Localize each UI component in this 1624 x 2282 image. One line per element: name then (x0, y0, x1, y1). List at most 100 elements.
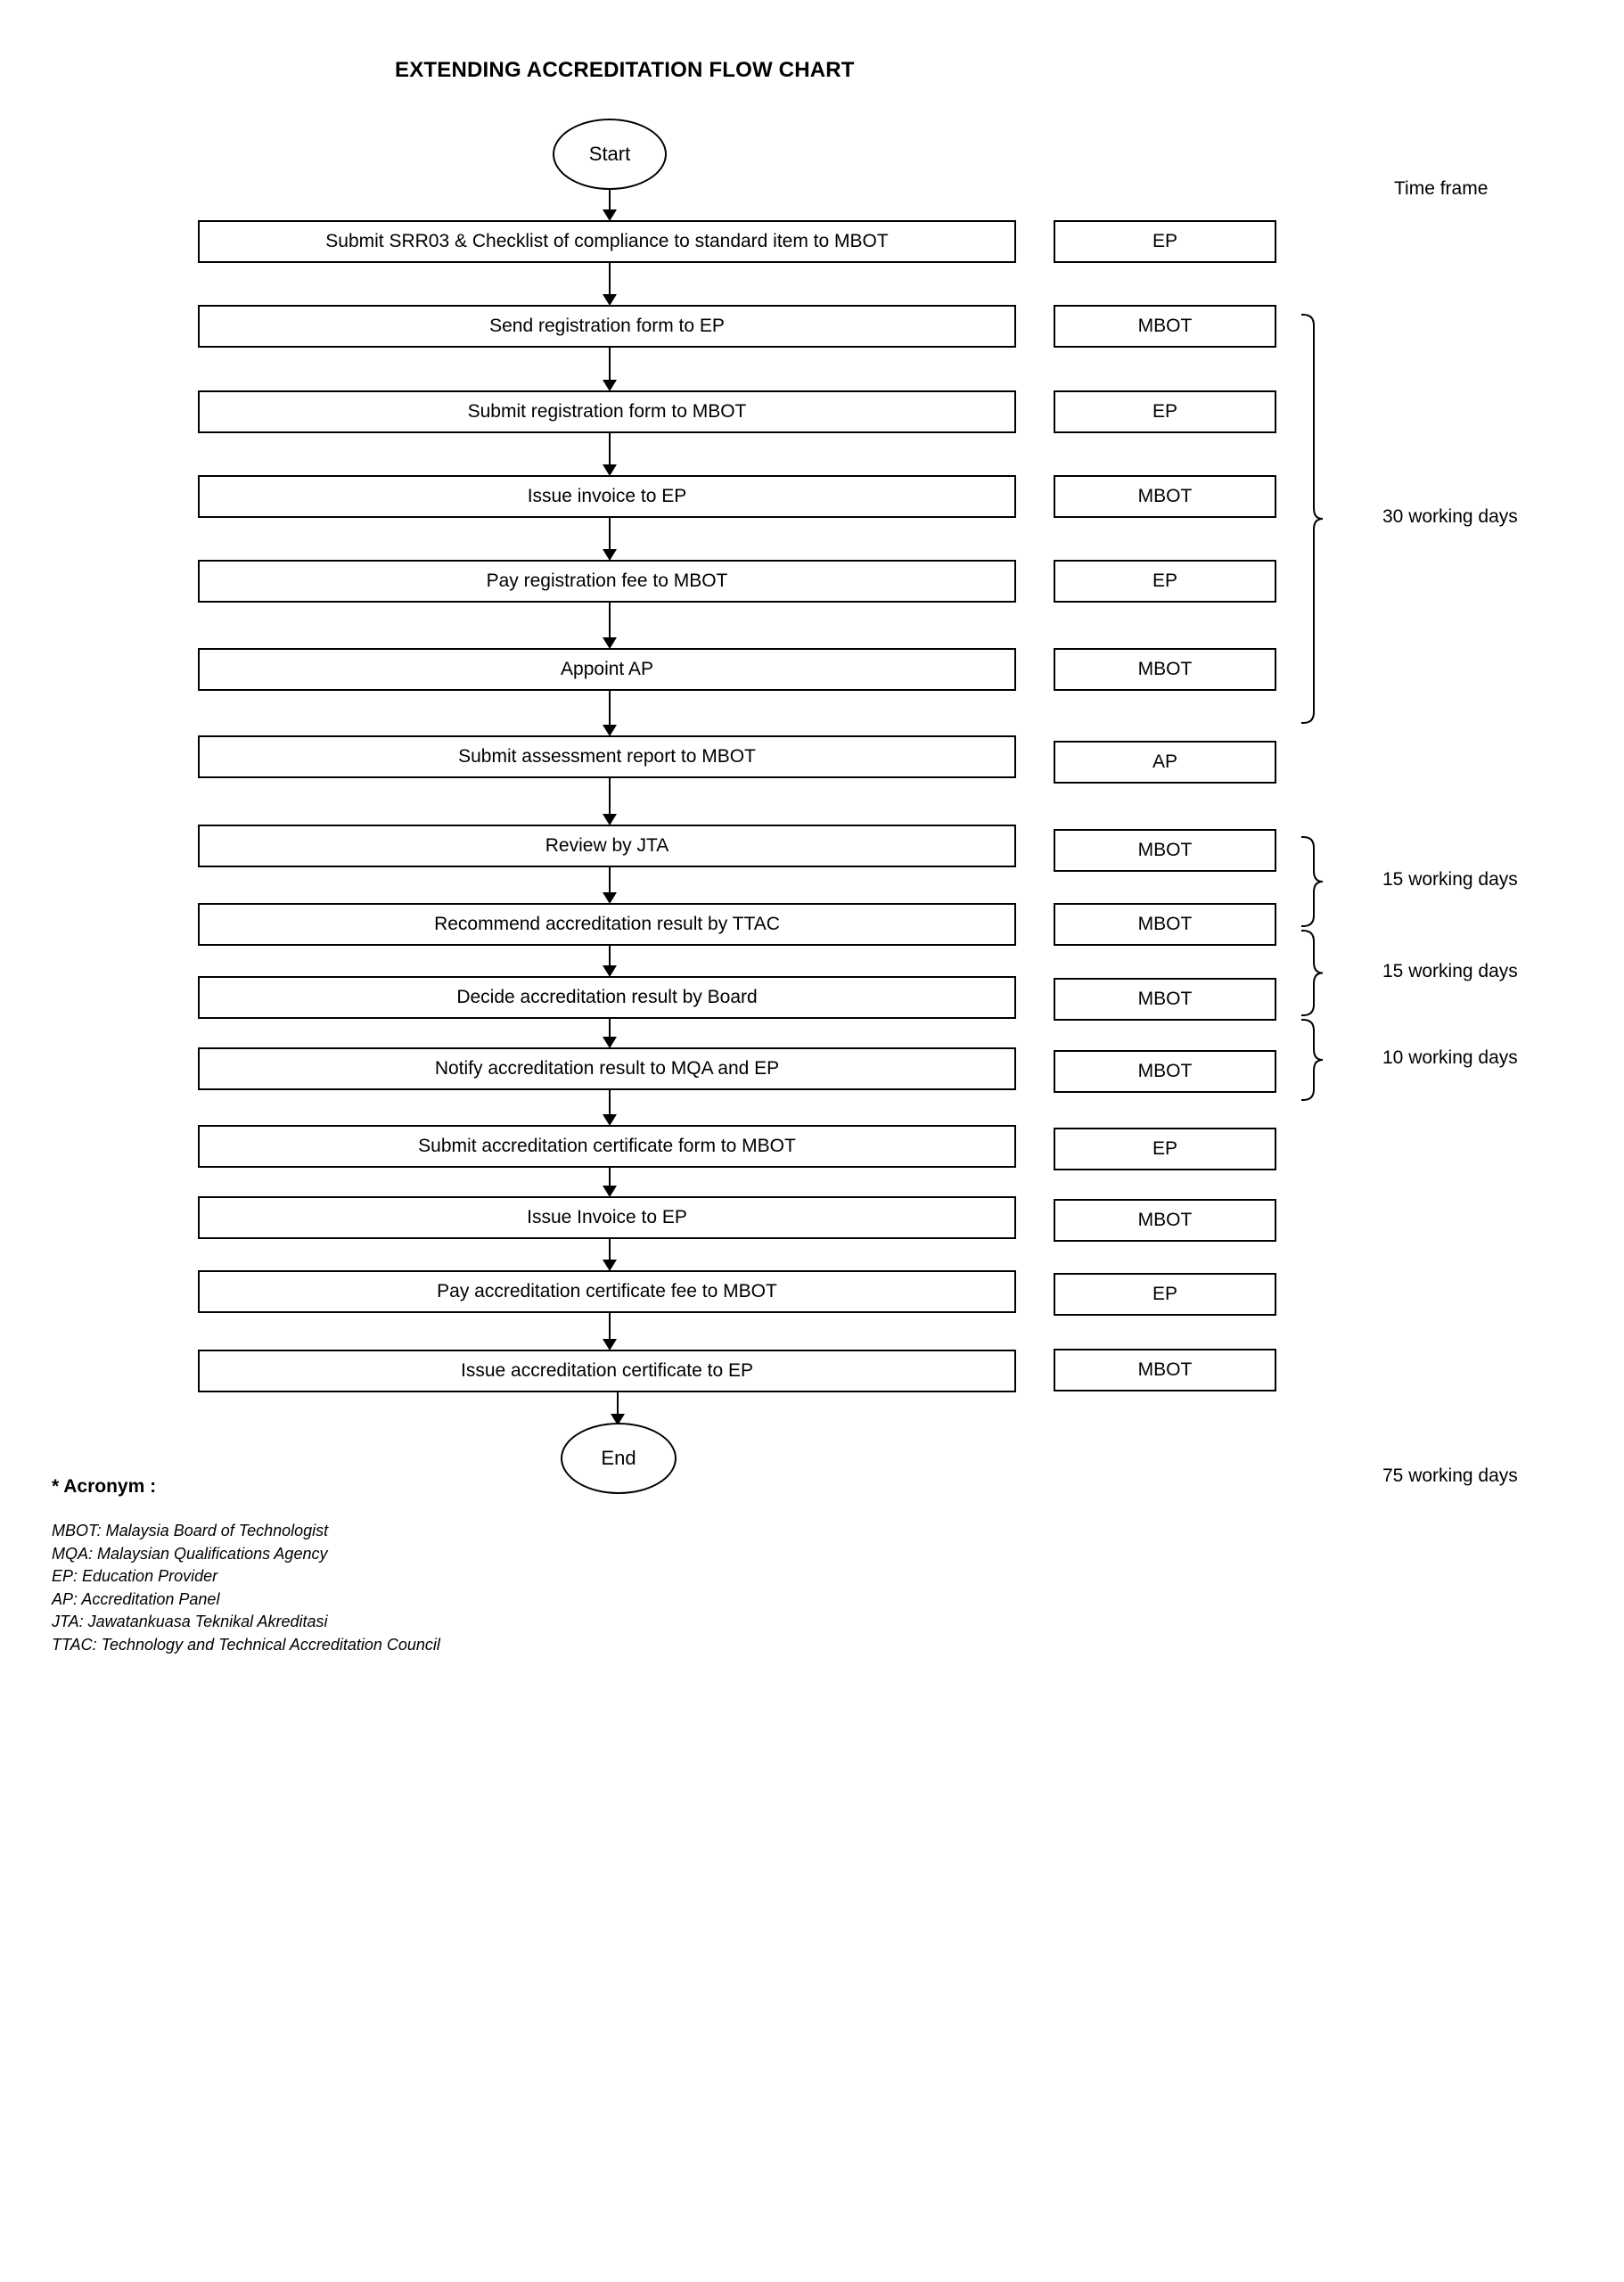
flow-connector-line (608, 348, 611, 380)
responsible-party-label: MBOT (1137, 486, 1193, 506)
flow-connector-arrowhead (603, 1339, 617, 1350)
process-step-box: Issue accreditation certificate to EP (198, 1350, 1016, 1392)
flow-connector-arrowhead (603, 1186, 617, 1197)
responsible-party-box: EP (1054, 560, 1276, 603)
acronym-item: MQA: Malaysian Qualifications Agency (52, 1544, 328, 1563)
page-title: EXTENDING ACCREDITATION FLOW CHART (395, 58, 855, 82)
flow-connector-line (608, 518, 611, 549)
responsible-party-label: MBOT (1137, 1210, 1193, 1230)
responsible-party-box: EP (1054, 1273, 1276, 1316)
responsible-party-label: EP (1152, 1284, 1177, 1304)
flow-connector-line (608, 190, 611, 209)
flow-connector-line (608, 263, 611, 294)
flow-connector-line (616, 1392, 619, 1414)
flow-connector-line (608, 1313, 611, 1339)
flow-connector-arrowhead (603, 294, 617, 306)
flow-connector-arrowhead (603, 892, 617, 904)
process-step-box: Appoint AP (198, 648, 1016, 691)
responsible-party-label: AP (1152, 751, 1177, 772)
acronym-item: EP: Education Provider (52, 1567, 218, 1585)
flow-connector-arrowhead (603, 464, 617, 476)
process-step-label: Submit registration form to MBOT (467, 401, 747, 422)
flow-connector-line (608, 1090, 611, 1114)
process-step-label: Review by JTA (545, 835, 669, 856)
flow-connector-line (608, 433, 611, 464)
flow-connector-arrowhead (603, 637, 617, 649)
timeframe-label: 30 working days (1382, 506, 1518, 527)
responsible-party-label: MBOT (1137, 316, 1193, 336)
process-step-box: Review by JTA (198, 825, 1016, 867)
flow-connector-line (608, 946, 611, 965)
responsible-party-label: MBOT (1137, 1359, 1193, 1380)
responsible-party-box: MBOT (1054, 1199, 1276, 1242)
process-step-label: Decide accreditation result by Board (456, 987, 758, 1007)
process-step-label: Submit assessment report to MBOT (458, 746, 756, 767)
responsible-party-box: AP (1054, 741, 1276, 784)
flow-connector-arrowhead (603, 1037, 617, 1048)
flow-connector-line (608, 778, 611, 814)
process-step-box: Issue invoice to EP (198, 475, 1016, 518)
responsible-party-box: EP (1054, 220, 1276, 263)
process-step-label: Submit SRR03 & Checklist of compliance t… (325, 231, 889, 251)
responsible-party-box: MBOT (1054, 1349, 1276, 1391)
responsible-party-label: EP (1152, 401, 1177, 422)
process-step-box: Submit SRR03 & Checklist of compliance t… (198, 220, 1016, 263)
process-step-box: Submit accreditation certificate form to… (198, 1125, 1016, 1168)
acronym-item: JTA: Jawatankuasa Teknikal Akreditasi (52, 1613, 328, 1630)
responsible-party-label: EP (1152, 1138, 1177, 1159)
responsible-party-box: MBOT (1054, 978, 1276, 1021)
process-step-box: Submit registration form to MBOT (198, 390, 1016, 433)
process-step-label: Issue Invoice to EP (527, 1207, 687, 1227)
timeframe-brace (1300, 930, 1326, 1016)
responsible-party-box: MBOT (1054, 829, 1276, 872)
timeframe-brace (1300, 1019, 1326, 1101)
flow-connector-arrowhead (603, 1260, 617, 1271)
process-step-box: Recommend accreditation result by TTAC (198, 903, 1016, 946)
acronym-heading: * Acronym : (52, 1476, 157, 1497)
responsible-party-label: MBOT (1137, 1061, 1193, 1081)
start-label: Start (588, 143, 631, 165)
timeframe-brace (1300, 836, 1326, 927)
process-step-box: Issue Invoice to EP (198, 1196, 1016, 1239)
acronym-item: TTAC: Technology and Technical Accredita… (52, 1635, 440, 1654)
process-step-box: Send registration form to EP (198, 305, 1016, 348)
process-step-label: Pay registration fee to MBOT (486, 570, 728, 591)
process-step-box: Pay accreditation certificate fee to MBO… (198, 1270, 1016, 1313)
timeframe-column-header: Time frame (1394, 178, 1489, 199)
flow-connector-line (608, 691, 611, 725)
process-step-label: Recommend accreditation result by TTAC (434, 914, 780, 934)
responsible-party-box: MBOT (1054, 1050, 1276, 1093)
process-step-label: Notify accreditation result to MQA and E… (434, 1058, 780, 1079)
flow-connector-line (608, 1019, 611, 1037)
start-terminator: Start (553, 119, 667, 190)
flow-connector-arrowhead (603, 549, 617, 561)
flow-connector-line (608, 1239, 611, 1260)
responsible-party-box: MBOT (1054, 475, 1276, 518)
flow-connector-arrowhead (603, 1114, 617, 1126)
process-step-box: Notify accreditation result to MQA and E… (198, 1047, 1016, 1090)
responsible-party-label: EP (1152, 231, 1177, 251)
timeframe-brace (1300, 314, 1326, 724)
flow-connector-arrowhead (603, 814, 617, 825)
flow-connector-arrowhead (611, 1414, 625, 1425)
process-step-label: Appoint AP (561, 659, 653, 679)
timeframe-label: 15 working days (1382, 960, 1518, 981)
flow-connector-line (608, 867, 611, 892)
process-step-label: Pay accreditation certificate fee to MBO… (437, 1281, 777, 1301)
responsible-party-box: EP (1054, 1128, 1276, 1170)
flow-connector-arrowhead (603, 380, 617, 391)
flow-connector-arrowhead (603, 725, 617, 736)
responsible-party-box: MBOT (1054, 648, 1276, 691)
acronym-item: AP: Accreditation Panel (52, 1589, 220, 1608)
flow-connector-arrowhead (603, 209, 617, 221)
acronym-item: MBOT: Malaysia Board of Technologist (52, 1522, 329, 1539)
responsible-party-box: MBOT (1054, 305, 1276, 348)
timeframe-label: 15 working days (1382, 869, 1518, 890)
end-label: End (601, 1447, 636, 1469)
responsible-party-label: MBOT (1137, 914, 1193, 934)
flow-connector-line (608, 1168, 611, 1186)
responsible-party-box: MBOT (1054, 903, 1276, 946)
process-step-box: Pay registration fee to MBOT (198, 560, 1016, 603)
